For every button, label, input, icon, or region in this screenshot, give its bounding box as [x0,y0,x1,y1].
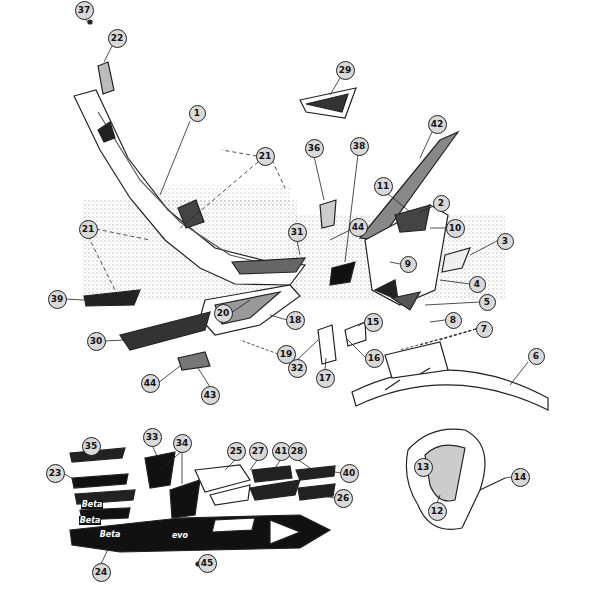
callout-number: 3 [502,236,508,246]
callout-number: 1 [194,108,200,118]
callout-number: 7 [481,324,487,334]
callout-circle: 2 [433,195,450,212]
callout-number: 40 [343,468,356,478]
callout-number: 35 [85,441,98,451]
callout-circle: 25 [227,442,246,461]
callout-circle: 14 [511,468,530,487]
callout-circle: 23 [46,464,65,483]
decal-text: evo [171,531,189,540]
callout-circle: 17 [316,369,335,388]
callout-number: 26 [337,493,350,503]
callout-number: 42 [431,119,444,129]
callout-number: 22 [111,33,124,43]
callout-number: 13 [417,462,430,472]
leader-lines [63,18,528,564]
callout-circle: 35 [82,437,101,456]
callout-number: 27 [252,446,265,456]
callout-number: 17 [319,373,332,383]
callout-number: 9 [405,259,411,269]
callout-circle: 15 [364,313,383,332]
callout-circle: 30 [87,332,106,351]
decal-text: Beta [79,516,102,525]
callout-circle: 40 [340,464,359,483]
callout-circle: 5 [479,294,496,311]
callout-circle: 20 [214,304,233,323]
callout-number: 14 [514,472,527,482]
callout-circle: 3 [497,233,514,250]
callout-circle: 7 [476,321,493,338]
callout-circle: 39 [48,290,67,309]
decal-text: Beta [99,530,122,539]
callout-number: 23 [49,468,62,478]
callout-number: 16 [368,353,381,363]
callout-number: 18 [289,315,302,325]
callout-number: 29 [339,65,352,75]
callout-circle: 44 [141,374,160,393]
callout-number: 39 [51,294,64,304]
callout-circle: 16 [365,349,384,368]
callout-number: 38 [353,141,366,151]
callout-circle: 26 [334,489,353,508]
callout-number: 43 [204,390,217,400]
callout-circle: 1 [189,105,206,122]
callout-number: 44 [144,378,157,388]
callout-number: 32 [291,363,304,373]
callout-number: 37 [78,5,91,15]
callout-number: 45 [201,558,214,568]
callout-circle: 44 [349,218,368,237]
callout-circle: 4 [469,276,486,293]
callout-circle: 12 [428,502,447,521]
callout-circle: 28 [288,442,307,461]
callout-number: 8 [450,315,456,325]
callout-circle: 29 [336,61,355,80]
callout-circle: 45 [198,554,217,573]
body-parts [70,20,548,566]
callout-number: 44 [352,222,365,232]
callout-circle: 6 [528,348,545,365]
decal-text: Beta [81,500,104,509]
callout-number: 30 [90,336,103,346]
callout-number: 33 [146,432,159,442]
callout-number: 19 [280,349,293,359]
callout-circle: 11 [374,177,393,196]
callout-number: 41 [275,446,288,456]
callout-circle: 34 [173,434,192,453]
callout-circle: 38 [350,137,369,156]
callout-number: 10 [449,223,462,233]
callout-number: 20 [217,308,230,318]
callout-circle: 18 [286,311,305,330]
callout-number: 36 [308,143,321,153]
callout-circle: 43 [201,386,220,405]
callout-number: 21 [82,224,95,234]
callout-number: 2 [438,198,444,208]
callout-number: 15 [367,317,380,327]
callout-circle: 36 [305,139,324,158]
callout-circle: 22 [108,29,127,48]
callout-number: 12 [431,506,444,516]
callout-number: 31 [291,227,304,237]
callout-number: 25 [230,446,243,456]
callout-circle: 42 [428,115,447,134]
callout-circle: 37 [75,1,94,20]
callout-number: 28 [291,446,304,456]
callout-number: 6 [533,351,539,361]
callout-number: 5 [484,297,490,307]
callout-circle: 27 [249,442,268,461]
callout-number: 4 [474,279,480,289]
callout-circle: 33 [143,428,162,447]
callout-number: 24 [95,567,108,577]
callout-number: 11 [377,181,390,191]
callout-circle: 31 [288,223,307,242]
callout-number: 21 [259,151,272,161]
callout-circle: 10 [446,219,465,238]
callout-circle: 32 [288,359,307,378]
callout-circle: 24 [92,563,111,582]
callout-circle: 21 [79,220,98,239]
callout-circle: 8 [445,312,462,329]
callout-number: 34 [176,438,189,448]
callout-circle: 13 [414,458,433,477]
callout-circle: 21 [256,147,275,166]
callout-circle: 9 [400,256,417,273]
